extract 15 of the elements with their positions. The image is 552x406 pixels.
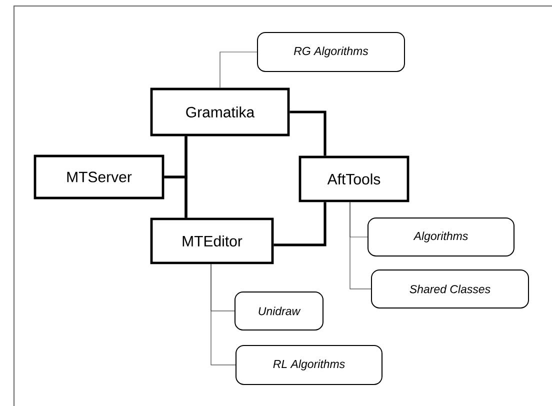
module-box: Shared Classes (371, 270, 529, 308)
component-box: MTEditor (150, 218, 274, 264)
module-box: RL Algorithms (236, 344, 382, 385)
connector-line (210, 264, 236, 366)
component-box: MTServer (34, 154, 164, 200)
component-box: Gramatika (150, 88, 290, 136)
module-box: RG Algorithms (257, 32, 405, 72)
connector-line (274, 202, 326, 246)
connector-line (164, 176, 188, 218)
component-box: AftTools (298, 156, 410, 202)
module-box: Algorithms (368, 217, 514, 256)
connector-line (290, 110, 326, 156)
connector-line (220, 52, 258, 88)
connector-line (350, 202, 372, 290)
module-box: Unidraw (234, 292, 324, 330)
